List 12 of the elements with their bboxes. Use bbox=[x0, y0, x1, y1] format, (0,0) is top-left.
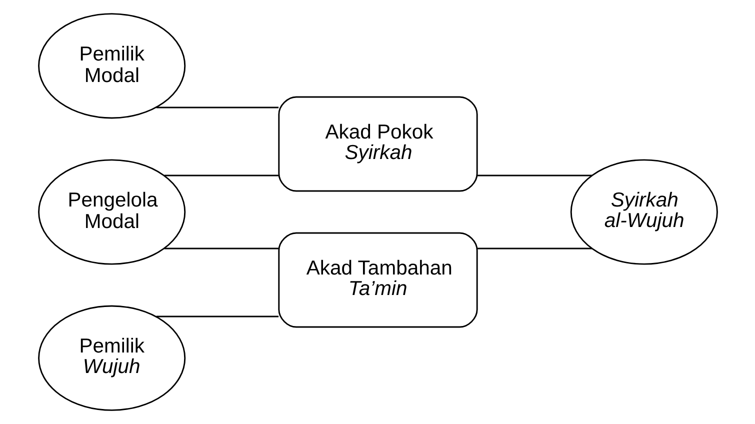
connector bbox=[164, 174, 278, 176]
connector bbox=[164, 248, 278, 250]
node-ellipse: Pemilik Modal bbox=[38, 13, 186, 119]
node-box: Akad Tambahan Ta’min bbox=[278, 232, 478, 328]
node-ellipse: Syirkah al-Wujuh bbox=[570, 159, 718, 265]
connector bbox=[156, 106, 278, 108]
connector bbox=[156, 316, 278, 318]
connector bbox=[476, 174, 592, 176]
connector bbox=[476, 248, 592, 250]
node-ellipse: Pemilik Wujuh bbox=[38, 305, 186, 411]
node-box: Akad Pokok Syirkah bbox=[278, 96, 478, 192]
node-ellipse: Pengelola Modal bbox=[38, 159, 186, 265]
